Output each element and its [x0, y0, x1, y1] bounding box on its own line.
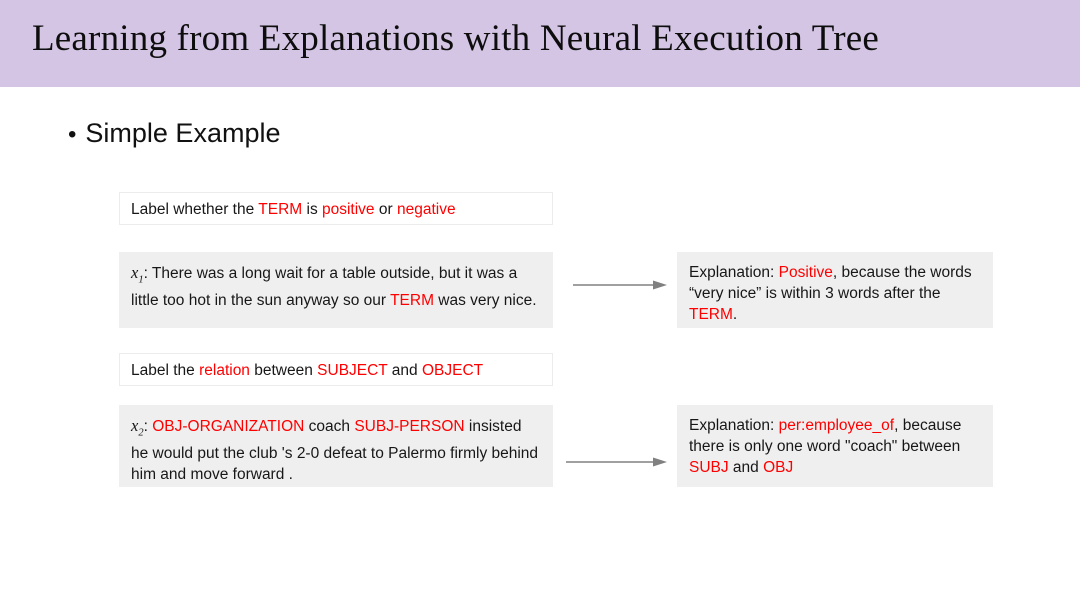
explanation-2-obj: OBJ — [763, 459, 794, 476]
instruction-1-part-1: Label whether the — [131, 201, 259, 218]
explanation-box-sentiment: Explanation: Positive, because the words… — [677, 252, 993, 328]
explanation-2-prefix: Explanation: — [689, 417, 779, 434]
instruction-box-sentiment: Label whether the TERM is positive or ne… — [119, 192, 553, 225]
instruction-1-positive: positive — [322, 201, 375, 218]
explanation-1-part-2: . — [732, 306, 738, 323]
instruction-2-relation: relation — [199, 362, 250, 379]
instruction-text-sentiment: Label whether the TERM is positive or ne… — [120, 193, 552, 226]
example-1-variable-subscript: 1 — [138, 274, 144, 286]
explanation-2-label: per:employee_of — [778, 417, 895, 434]
example-1-term: TERM — [390, 292, 434, 310]
example-to-explanation-arrow-1 — [573, 278, 668, 297]
example-1-part-2: was very nice. — [434, 292, 537, 310]
example-1-part-1: There was a long wait for a table outsid… — [131, 265, 518, 310]
example-2-variable: x2 — [131, 416, 144, 439]
explanation-1-label: Positive — [778, 264, 833, 281]
instruction-1-term: TERM — [258, 201, 303, 218]
bullet-heading: • Simple Example — [68, 118, 280, 149]
instruction-2-part-3: and — [387, 362, 422, 379]
example-2-variable-name: x — [131, 416, 139, 435]
explanation-1-prefix: Explanation: — [689, 264, 779, 281]
example-box-x1: x1: There was a long wait for a table ou… — [119, 252, 553, 328]
example-text-x2: x2: OBJ-ORGANIZATION coach SUBJ-PERSON i… — [120, 406, 552, 494]
example-1-variable: x1 — [131, 263, 144, 286]
explanation-1-part-1: , because the words “very nice” is withi… — [689, 264, 972, 302]
example-text-x1: x1: There was a long wait for a table ou… — [120, 253, 552, 320]
explanation-2-part-2: and — [728, 459, 764, 476]
title-banner: Learning from Explanations with Neural E… — [0, 0, 1080, 87]
example-2-part-1: coach — [304, 418, 355, 435]
instruction-2-part-1: Label the — [131, 362, 200, 379]
explanation-2-subj: SUBJ — [689, 459, 729, 476]
example-2-variable-subscript: 2 — [138, 427, 144, 439]
bullet-heading-label: Simple Example — [85, 118, 281, 148]
instruction-1-part-3: or — [374, 201, 397, 218]
instruction-1-part-2: is — [302, 201, 322, 218]
example-box-x2: x2: OBJ-ORGANIZATION coach SUBJ-PERSON i… — [119, 405, 553, 487]
example-2-subj-tag: SUBJ-PERSON — [354, 418, 465, 435]
explanation-box-relation: Explanation: per:employee_of, because th… — [677, 405, 993, 487]
example-2-colon: : — [143, 418, 153, 435]
example-2-part-2: insisted he would put the club 's 2-0 de… — [131, 418, 539, 484]
instruction-2-part-2: between — [249, 362, 318, 379]
instruction-box-relation: Label the relation between SUBJECT and O… — [119, 353, 553, 386]
instruction-2-object: OBJECT — [421, 362, 484, 379]
bullet-point-icon: • — [68, 121, 77, 148]
example-1-colon: : — [143, 265, 152, 282]
example-to-explanation-arrow-2 — [566, 455, 668, 474]
instruction-text-relation: Label the relation between SUBJECT and O… — [120, 354, 552, 387]
explanation-1-term: TERM — [689, 306, 733, 323]
instruction-2-subject: SUBJECT — [317, 362, 388, 379]
explanation-text-relation: Explanation: per:employee_of, because th… — [678, 406, 992, 487]
example-2-obj-tag: OBJ-ORGANIZATION — [152, 418, 305, 435]
explanation-2-part-1: , because there is only one word "coach"… — [689, 417, 962, 455]
instruction-1-negative: negative — [396, 201, 456, 218]
example-1-variable-name: x — [131, 263, 139, 282]
explanation-text-sentiment: Explanation: Positive, because the words… — [678, 253, 992, 334]
page-title: Learning from Explanations with Neural E… — [32, 18, 880, 59]
